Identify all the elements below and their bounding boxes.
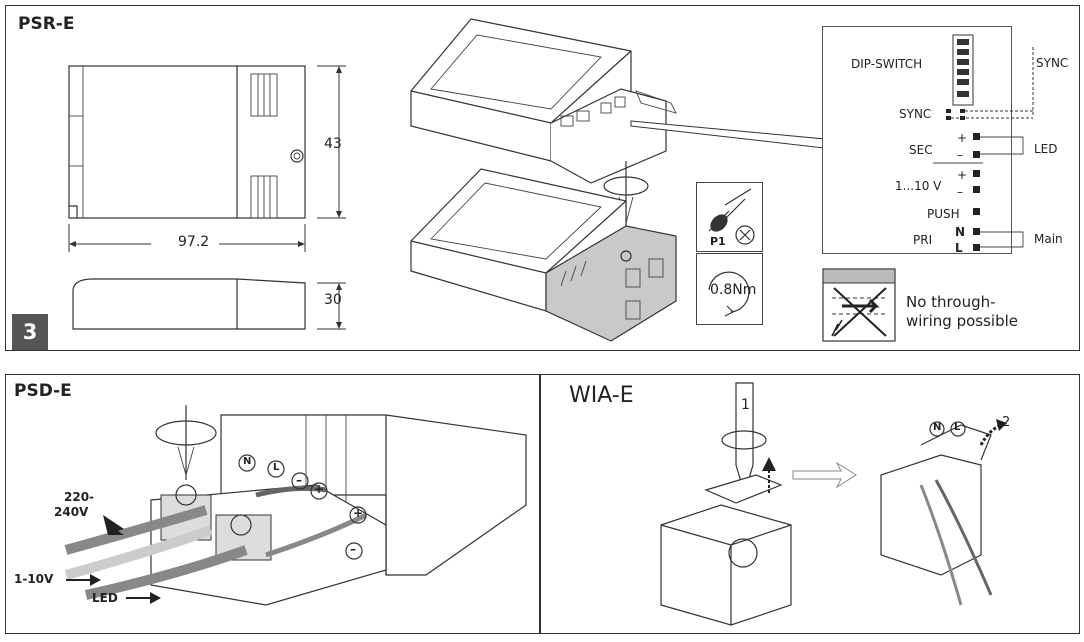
front-view-drawing (68, 65, 346, 252)
pinout-diagram: DIP-SWITCH SYNC SEC 1...10 V PUSH PRI N … (822, 26, 1034, 255)
minus-marker-1: – (296, 473, 302, 487)
torque-value: 0.8Nm (710, 282, 757, 298)
mains-input-label: Main (1034, 232, 1063, 246)
wiring-note-line2: wiring possible (906, 312, 1018, 330)
n-marker: N (243, 456, 252, 467)
rotate-torque-icon (708, 271, 750, 317)
tool-size-label: P1 (710, 235, 726, 248)
dip-switch-label: DIP-SWITCH (851, 57, 923, 71)
l-terminal-label: L (955, 241, 963, 255)
width-dimension: 97.2 (178, 234, 210, 250)
psr-e-panel: PSR-E 3 43 97.2 30 (5, 5, 1080, 351)
l-marker-wia: L (954, 422, 961, 433)
sec-label: SEC (909, 143, 933, 157)
screwdriver-icon (708, 188, 755, 245)
wia-e-panel: WIA-E 1 2 N L (540, 374, 1080, 634)
mains-voltage-line2: 240V (54, 505, 89, 519)
wia-e-title: WIA-E (569, 383, 634, 408)
depth-dimension: 30 (324, 292, 342, 308)
screwdriver-tool-box: P1 (696, 182, 763, 252)
psd-e-title: PSD-E (14, 381, 72, 401)
psd-e-panel: PSD-E 220- 240V 1-10V LED N L – + + – (5, 374, 540, 634)
minus-marker-2: – (350, 542, 356, 556)
wiring-note-line1: No through- (906, 293, 996, 311)
height-dimension: 43 (324, 136, 342, 152)
n-marker-wia: N (933, 422, 942, 433)
dip-switch-graphic (952, 34, 974, 106)
torque-box: 0.8Nm (696, 253, 763, 325)
driver-3d-illustration (410, 18, 677, 342)
led-output-label-bottom: LED (92, 591, 118, 605)
n-terminal-label: N (955, 225, 966, 239)
sec-minus: – (957, 148, 963, 162)
dim-input-label: 1-10V (14, 572, 54, 586)
sync-label-left: SYNC (899, 107, 932, 121)
sync-label-right: SYNC (1036, 56, 1069, 70)
mains-voltage-line1: 220- (64, 490, 95, 504)
step-1-marker: 1 (741, 397, 750, 413)
psd-e-wiring-illustration (64, 405, 527, 606)
step-2-marker: 2 (1002, 415, 1011, 430)
no-through-wiring-icon (822, 268, 896, 342)
sec-plus: + (957, 131, 968, 145)
pri-label: PRI (913, 233, 933, 247)
l-marker: L (273, 462, 280, 473)
plus-marker-1: + (314, 482, 325, 496)
psr-e-title: PSR-E (18, 14, 75, 34)
dim-label: 1...10 V (895, 179, 942, 193)
wia-e-illustration (660, 382, 1007, 626)
step-number-badge: 3 (12, 314, 48, 350)
pinout-lines (933, 47, 1034, 251)
plus-marker-2: + (353, 506, 364, 520)
side-view-drawing (72, 278, 346, 330)
dim-minus: – (957, 185, 963, 199)
dim-plus: + (957, 168, 968, 182)
push-label: PUSH (927, 207, 960, 221)
led-output-label: LED (1034, 142, 1058, 156)
